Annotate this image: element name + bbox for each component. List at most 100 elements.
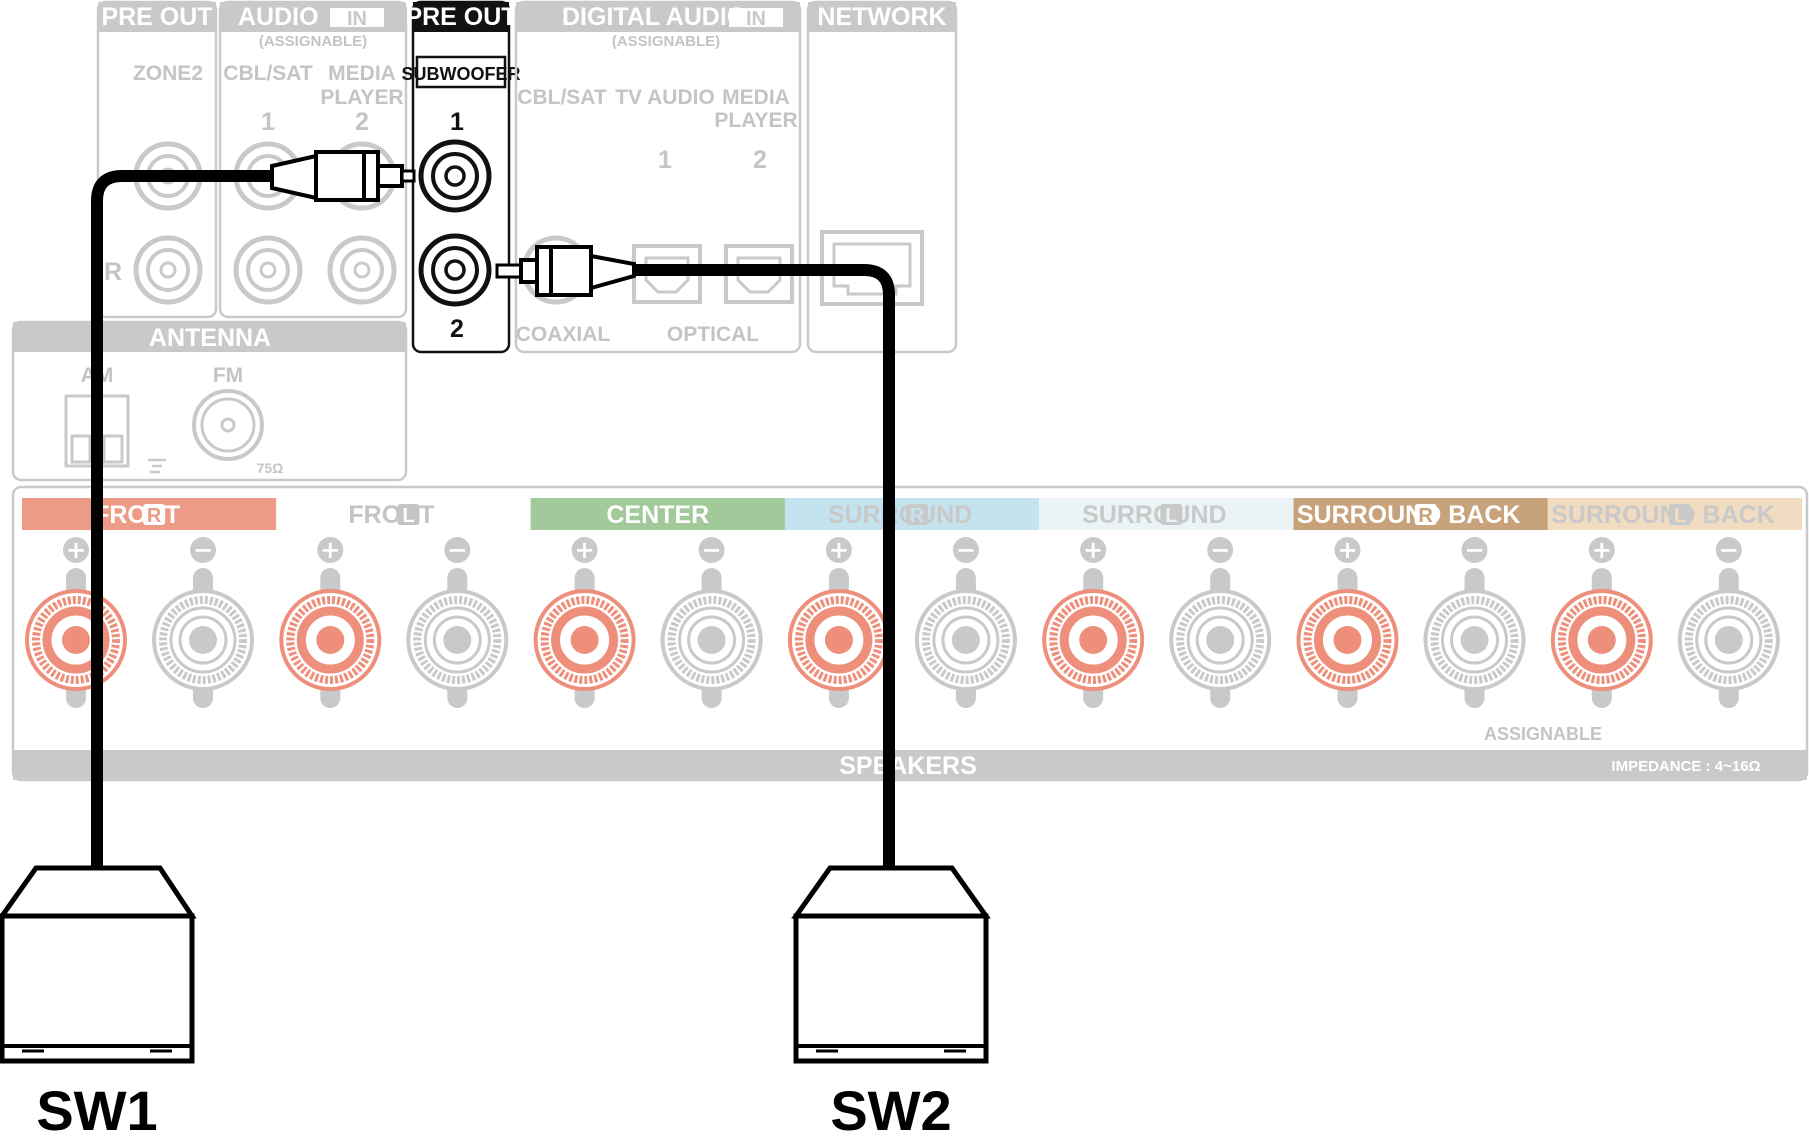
audio-in-header: AUDIO bbox=[238, 3, 319, 31]
channel-side-badge bbox=[1414, 504, 1437, 525]
channel-name: CENTER bbox=[606, 501, 709, 529]
speaker-channel-2: CENTER + − bbox=[530, 498, 785, 708]
optical-label: OPTICAL bbox=[667, 323, 759, 346]
positive-terminal: + bbox=[1550, 536, 1653, 708]
channel-name: SURROUND bbox=[828, 501, 972, 529]
assignable-label: ASSIGNABLE bbox=[1484, 724, 1602, 744]
channel-side-badge bbox=[1668, 504, 1691, 525]
audio-in-subheader: (ASSIGNABLE) bbox=[259, 33, 367, 50]
digital-audio-header: DIGITAL AUDIO bbox=[562, 3, 746, 31]
audio-input-2-label-line2: PLAYER bbox=[320, 86, 403, 109]
network-header: NETWORK bbox=[817, 3, 946, 31]
impedance-label: IMPEDANCE : 4~16Ω bbox=[1611, 758, 1760, 775]
plus-symbol: + bbox=[1592, 536, 1612, 564]
speakers-section: SPEAKERS IMPEDANCE : 4~16Ω ASSIGNABLE FR… bbox=[11, 485, 1809, 782]
negative-terminal: − bbox=[406, 536, 509, 708]
channel-side-badge bbox=[143, 504, 166, 525]
cable-sw1 bbox=[91, 170, 277, 868]
plus-symbol: + bbox=[320, 536, 340, 564]
negative-terminal: − bbox=[914, 536, 1017, 708]
digital-input-2-number: 2 bbox=[753, 146, 767, 174]
channel-side-letter: R bbox=[910, 505, 925, 527]
audio-in-badge: IN bbox=[347, 8, 367, 30]
subwoofer-port-1-label: 1 bbox=[450, 108, 464, 136]
side-letter-r: R bbox=[104, 258, 122, 286]
fm-label: FM bbox=[213, 364, 243, 387]
channel-side-letter: R bbox=[1418, 505, 1433, 527]
digital-audio-subheader: (ASSIGNABLE) bbox=[612, 33, 720, 50]
channel-side-letter: R bbox=[147, 505, 162, 527]
subwoofer-badge: SUBWOOFER bbox=[402, 64, 521, 84]
audio-input-2-label-line1: MEDIA bbox=[328, 62, 396, 85]
audio-jack-2-lower bbox=[327, 235, 397, 305]
digital-audio-badge: IN bbox=[746, 8, 766, 30]
channel-name: SURROUND BACK bbox=[1551, 501, 1775, 529]
fm-impedance-label: 75Ω bbox=[257, 460, 284, 476]
channel-name: FRONT bbox=[94, 501, 180, 529]
subwoofer-jack-2 bbox=[418, 233, 492, 307]
plus-symbol: + bbox=[575, 536, 595, 564]
rca-plug-2 bbox=[495, 245, 636, 297]
positive-terminal: + bbox=[1296, 536, 1399, 708]
minus-symbol: − bbox=[1719, 536, 1739, 564]
pre-out-zone2-section: PRE OUT ZONE2 R bbox=[96, 0, 218, 319]
positive-terminal: + bbox=[787, 536, 890, 708]
minus-symbol: − bbox=[447, 536, 467, 564]
plus-symbol: + bbox=[829, 536, 849, 564]
sw1-label: SW1 bbox=[36, 1079, 157, 1142]
positive-terminal: + bbox=[533, 536, 636, 708]
pre-out-zone2-header: PRE OUT bbox=[101, 3, 212, 31]
antenna-section: ANTENNA AM FM 75Ω bbox=[11, 320, 408, 482]
minus-symbol: − bbox=[956, 536, 976, 564]
subwoofer-sw2: SW2 bbox=[791, 865, 991, 1142]
negative-terminal: − bbox=[660, 536, 763, 708]
subwoofer-sw1: SW1 bbox=[0, 865, 197, 1142]
subwoofer-port-2-label: 2 bbox=[450, 315, 464, 343]
network-section: NETWORK bbox=[806, 0, 958, 354]
negative-terminal: − bbox=[1677, 536, 1780, 708]
audio-jack-1-lower bbox=[233, 235, 303, 305]
cable-sw2 bbox=[630, 264, 895, 868]
audio-input-2-number: 2 bbox=[355, 108, 369, 136]
fm-terminal bbox=[192, 389, 264, 461]
plus-symbol: + bbox=[1337, 536, 1357, 564]
pre-out-subwoofer-section: PRE OUT SUBWOOFER 1 2 bbox=[402, 0, 521, 354]
negative-terminal: − bbox=[1169, 536, 1272, 708]
channel-name: SURROUND BACK bbox=[1297, 501, 1521, 529]
digital-input-1-number: 1 bbox=[658, 146, 672, 174]
plus-symbol: + bbox=[1083, 536, 1103, 564]
positive-terminal: + bbox=[25, 536, 127, 708]
speakers-label: SPEAKERS bbox=[839, 752, 977, 780]
zone2-label: ZONE2 bbox=[133, 62, 203, 85]
negative-terminal: − bbox=[1423, 536, 1526, 708]
channel-side-letter: L bbox=[1674, 505, 1686, 527]
digital-input-tvaudio-label: TV AUDIO bbox=[615, 86, 715, 109]
zone2-jack-lower bbox=[133, 235, 203, 305]
coaxial-label: COAXIAL bbox=[516, 323, 611, 346]
negative-terminal: − bbox=[152, 536, 254, 708]
channel-name: FRONT bbox=[348, 501, 434, 529]
channel-name: SURROUND bbox=[1082, 501, 1226, 529]
cables bbox=[91, 150, 895, 868]
digital-audio-in-section: DIGITAL AUDIO IN (ASSIGNABLE) CBL/SAT TV… bbox=[514, 0, 802, 354]
digital-input-media-label-line1: MEDIA bbox=[722, 86, 790, 109]
positive-terminal: + bbox=[1042, 536, 1145, 708]
minus-symbol: − bbox=[1210, 536, 1230, 564]
minus-symbol: − bbox=[702, 536, 722, 564]
audio-input-1-number: 1 bbox=[261, 108, 275, 136]
minus-symbol: − bbox=[193, 536, 213, 564]
audio-input-1-label: CBL/SAT bbox=[223, 62, 313, 85]
digital-input-media-label-line2: PLAYER bbox=[714, 109, 797, 132]
am-terminal bbox=[64, 394, 166, 474]
digital-input-cblsat-label: CBL/SAT bbox=[517, 86, 607, 109]
channel-side-badge bbox=[906, 504, 929, 525]
rca-plug-1 bbox=[270, 150, 416, 202]
channel-side-letter: L bbox=[1165, 505, 1177, 527]
plus-symbol: + bbox=[66, 536, 86, 564]
